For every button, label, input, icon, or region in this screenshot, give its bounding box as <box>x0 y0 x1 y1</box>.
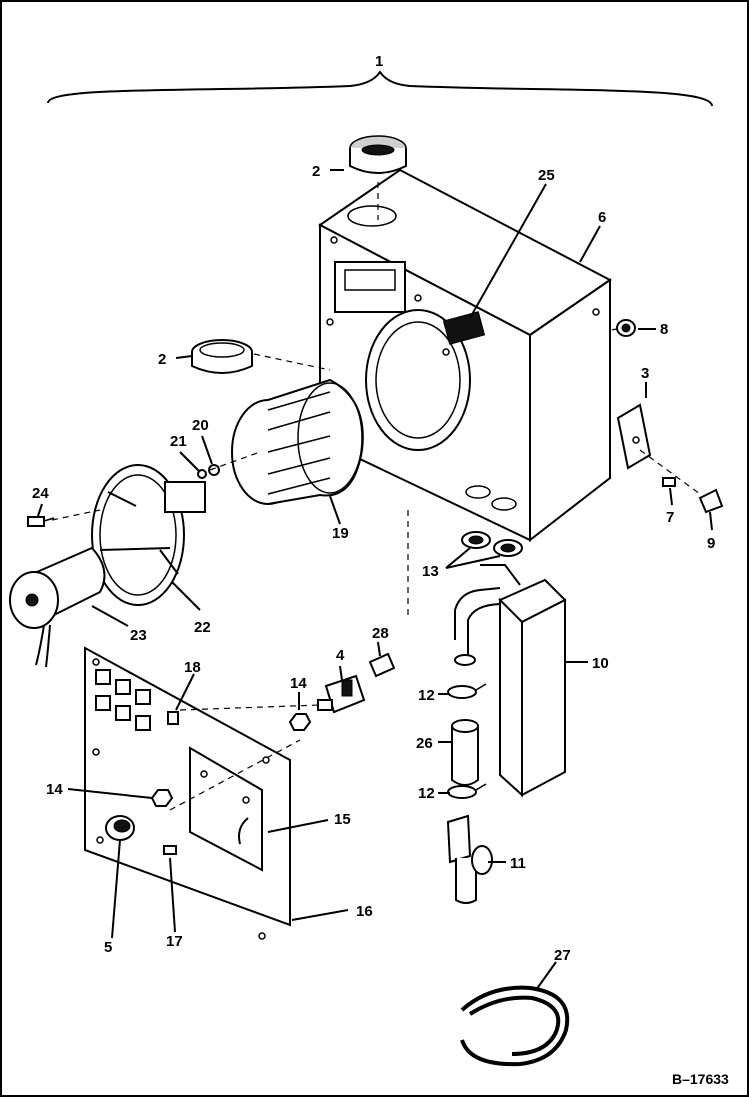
callout-20: 20 <box>192 417 209 434</box>
screw-7 <box>662 477 676 487</box>
callout-12-lower: 12 <box>418 785 435 802</box>
callout-23: 23 <box>130 627 147 644</box>
bracket-3 <box>616 403 652 470</box>
drain-tube-27 <box>460 985 570 1067</box>
screw-18 <box>167 711 179 725</box>
grommet-8 <box>616 319 636 337</box>
callout-12-upper: 12 <box>418 687 435 704</box>
callout-4: 4 <box>336 647 345 664</box>
motor-mount-ring <box>91 464 206 606</box>
callout-25: 25 <box>538 167 555 184</box>
nut-20 <box>208 464 220 476</box>
knob-5 <box>105 815 135 841</box>
callout-26: 26 <box>416 735 433 752</box>
switch-4 <box>317 674 366 714</box>
hose-clamp-12-upper <box>447 683 487 699</box>
callout-5: 5 <box>104 939 112 956</box>
callout-9: 9 <box>707 535 715 552</box>
callout-21: 21 <box>170 433 187 450</box>
hose-26 <box>451 719 479 786</box>
leader-lines <box>37 169 713 991</box>
callout-10: 10 <box>592 655 609 672</box>
callout-19: 19 <box>332 525 349 542</box>
callout-22: 22 <box>194 619 211 636</box>
clip-9 <box>698 488 724 514</box>
callout-3: 3 <box>641 365 649 382</box>
callout-28: 28 <box>372 625 389 642</box>
callout-24: 24 <box>32 485 49 502</box>
callout-1: 1 <box>375 53 383 70</box>
screw-24 <box>27 516 55 527</box>
callout-7: 7 <box>666 509 674 526</box>
duct-ring-left <box>191 339 253 374</box>
nut-14-upper <box>288 713 312 731</box>
document-id: B–17633 <box>672 1071 729 1087</box>
blower-motor <box>9 546 106 668</box>
assembly-guide-lines <box>51 182 701 811</box>
callout-6: 6 <box>598 209 606 226</box>
callout-14-lower: 14 <box>46 781 63 798</box>
callout-2-left: 2 <box>158 351 166 368</box>
callout-14-upper: 14 <box>290 675 307 692</box>
callout-8: 8 <box>660 321 668 338</box>
nut-14-lower <box>150 789 174 807</box>
grommets-13 <box>461 531 523 557</box>
callout-labels: 1 2 25 6 8 2 3 20 21 24 7 19 9 13 22 23 … <box>32 53 729 1087</box>
duct-collar-top <box>349 135 407 174</box>
callout-13: 13 <box>422 563 439 580</box>
cover-plate-15 <box>189 746 263 872</box>
screw-17 <box>163 845 177 855</box>
fitting-11 <box>446 814 493 904</box>
heater-housing <box>318 168 612 543</box>
callout-15: 15 <box>334 811 351 828</box>
callout-27: 27 <box>554 947 571 964</box>
blower-wheel <box>231 378 364 505</box>
callout-17: 17 <box>166 933 183 950</box>
hose-clamp-12-lower <box>447 783 487 799</box>
callout-16: 16 <box>356 903 373 920</box>
assembly-bracket <box>47 70 713 107</box>
callout-2-top: 2 <box>312 163 320 180</box>
heater-core <box>454 564 567 798</box>
callout-18: 18 <box>184 659 201 676</box>
callout-11: 11 <box>510 855 526 872</box>
connector-28 <box>368 652 396 678</box>
